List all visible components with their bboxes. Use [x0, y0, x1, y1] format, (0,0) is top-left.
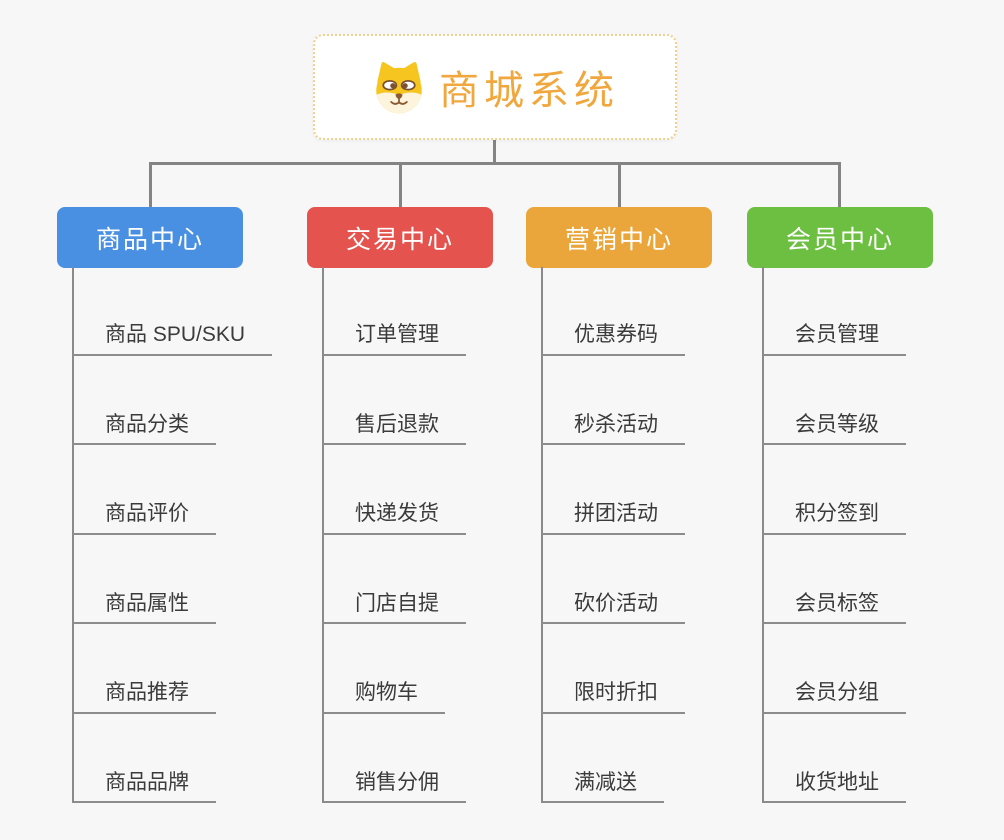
- subtopic[interactable]: 秒杀活动: [541, 356, 685, 445]
- subtopic[interactable]: 会员管理: [762, 266, 906, 356]
- subtopic-label: 商品分类: [105, 412, 189, 436]
- subtopic-label: 销售分佣: [355, 770, 439, 794]
- subtopic[interactable]: 积分签到: [762, 445, 906, 535]
- branch-product-center[interactable]: 商品中心: [57, 207, 243, 268]
- connector-drop-member: [838, 162, 841, 209]
- subtopic-label: 收货地址: [795, 770, 879, 794]
- subtopic[interactable]: 会员标签: [762, 535, 906, 624]
- subtopic[interactable]: 商品品牌: [72, 714, 216, 803]
- spine-trade-center: [322, 267, 324, 803]
- branch-marketing-center[interactable]: 营销中心: [526, 207, 712, 268]
- subtopic[interactable]: 订单管理: [322, 266, 466, 356]
- branch-label: 营销中心: [564, 225, 673, 254]
- subtopic[interactable]: 会员分组: [762, 624, 906, 714]
- doge-face-icon: [371, 59, 427, 115]
- subtopic-label: 售后退款: [355, 412, 439, 436]
- subtopic[interactable]: 门店自提: [322, 535, 466, 624]
- subtopic-label: 砍价活动: [574, 591, 658, 615]
- root-topic-title: 商城系统: [439, 69, 619, 113]
- subtopic[interactable]: 购物车: [322, 624, 445, 714]
- branch-trade-center[interactable]: 交易中心: [307, 207, 493, 268]
- connector-drop-marketing: [618, 162, 621, 209]
- subtopic-label: 门店自提: [355, 591, 439, 615]
- trade-center-items: 订单管理 售后退款 快递发货 门店自提 购物车 销售分佣: [322, 266, 466, 803]
- subtopic[interactable]: 会员等级: [762, 356, 906, 445]
- branch-member-center[interactable]: 会员中心: [747, 207, 933, 268]
- branch-label: 会员中心: [785, 225, 894, 254]
- subtopic-label: 秒杀活动: [574, 412, 658, 436]
- subtopic[interactable]: 商品评价: [72, 445, 216, 535]
- subtopic-label: 会员标签: [795, 591, 879, 615]
- connector-drop-product: [149, 162, 152, 209]
- subtopic-label: 满减送: [574, 770, 637, 794]
- spine-marketing-center: [541, 267, 543, 803]
- branch-label: 商品中心: [95, 225, 204, 254]
- subtopic-label: 商品品牌: [105, 770, 189, 794]
- subtopic[interactable]: 收货地址: [762, 714, 906, 803]
- subtopic-label: 商品评价: [105, 502, 189, 526]
- branch-label: 交易中心: [345, 225, 454, 254]
- subtopic[interactable]: 拼团活动: [541, 445, 685, 535]
- subtopic[interactable]: 商品分类: [72, 356, 216, 445]
- product-center-items: 商品 SPU/SKU 商品分类 商品评价 商品属性 商品推荐 商品品牌: [72, 266, 273, 803]
- marketing-center-items: 优惠券码 秒杀活动 拼团活动 砍价活动 限时折扣 满减送: [541, 266, 685, 803]
- subtopic-label: 商品推荐: [105, 681, 189, 705]
- subtopic[interactable]: 商品 SPU/SKU: [72, 266, 273, 356]
- subtopic-label: 会员管理: [795, 323, 879, 347]
- subtopic[interactable]: 满减送: [541, 714, 664, 803]
- subtopic[interactable]: 砍价活动: [541, 535, 685, 624]
- subtopic[interactable]: 商品推荐: [72, 624, 216, 714]
- subtopic-label: 商品 SPU/SKU: [105, 323, 246, 347]
- connector-root-stem: [493, 139, 496, 165]
- subtopic-label: 优惠券码: [574, 323, 658, 347]
- subtopic[interactable]: 商品属性: [72, 535, 216, 624]
- connector-rail: [149, 162, 841, 165]
- subtopic-label: 商品属性: [105, 591, 189, 615]
- subtopic-label: 拼团活动: [574, 502, 658, 526]
- root-topic[interactable]: 商城系统: [313, 34, 677, 140]
- connector-drop-trade: [399, 162, 402, 209]
- subtopic-label: 限时折扣: [574, 681, 658, 705]
- subtopic-label: 会员分组: [795, 681, 879, 705]
- subtopic-label: 会员等级: [795, 412, 879, 436]
- subtopic-label: 快递发货: [355, 502, 439, 526]
- subtopic[interactable]: 限时折扣: [541, 624, 685, 714]
- subtopic[interactable]: 优惠券码: [541, 266, 685, 356]
- subtopic[interactable]: 销售分佣: [322, 714, 466, 803]
- spine-product-center: [72, 267, 74, 803]
- member-center-items: 会员管理 会员等级 积分签到 会员标签 会员分组 收货地址: [762, 266, 906, 803]
- spine-member-center: [762, 267, 764, 803]
- subtopic-label: 积分签到: [795, 502, 879, 526]
- subtopic[interactable]: 售后退款: [322, 356, 466, 445]
- subtopic[interactable]: 快递发货: [322, 445, 466, 535]
- subtopic-label: 订单管理: [355, 323, 439, 347]
- subtopic-label: 购物车: [355, 681, 418, 705]
